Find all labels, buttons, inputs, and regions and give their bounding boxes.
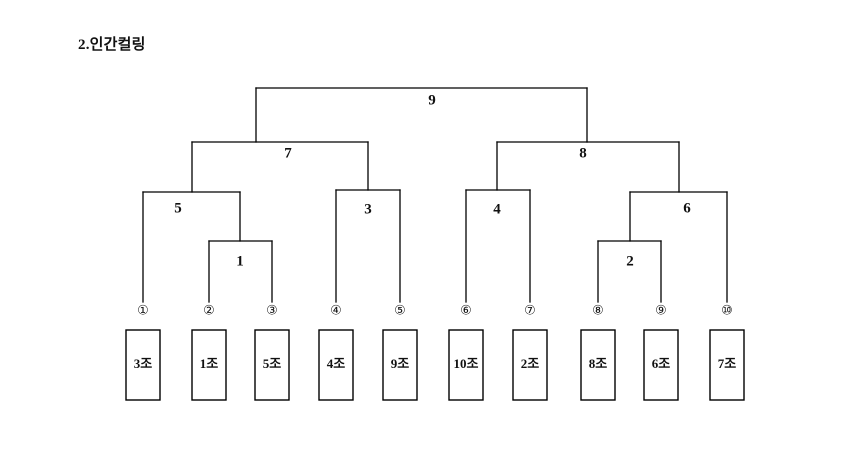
seed-marker: ⑨ bbox=[655, 304, 667, 319]
seed-marker: ② bbox=[203, 304, 215, 319]
page-title: 2.인간컬링 bbox=[78, 37, 146, 53]
seed-marker: ⑧ bbox=[592, 304, 604, 319]
match-number-label: 1 bbox=[236, 253, 244, 269]
seed-marker: ⑤ bbox=[394, 304, 406, 319]
match-number-label: 6 bbox=[683, 200, 691, 216]
match-number-label: 4 bbox=[493, 201, 501, 217]
match-labels-group: 1 2 3 4 5 6 7 8 9 bbox=[174, 92, 691, 269]
team-box bbox=[125, 329, 161, 401]
team-box bbox=[191, 329, 227, 401]
seed-marker: ⑩ bbox=[721, 304, 733, 319]
team-box bbox=[448, 329, 484, 401]
match-number-label: 7 bbox=[284, 145, 292, 161]
team-label: 3조 bbox=[134, 356, 153, 371]
seed-marker: ⑦ bbox=[524, 304, 536, 319]
seed-marker: ④ bbox=[330, 304, 342, 319]
team-box bbox=[318, 329, 354, 401]
match-number-label: 2 bbox=[626, 253, 634, 269]
team-box bbox=[580, 329, 616, 401]
team-boxes-group: 3조 1조 5조 4조 9조 10조 2조 8조 6조 7조 bbox=[125, 329, 745, 401]
team-box bbox=[709, 329, 745, 401]
team-label: 2조 bbox=[521, 356, 540, 371]
team-label: 8조 bbox=[589, 356, 608, 371]
team-label: 6조 bbox=[652, 356, 671, 371]
seed-marker: ⑥ bbox=[460, 304, 472, 319]
team-label: 4조 bbox=[327, 356, 346, 371]
team-box bbox=[643, 329, 679, 401]
match-number-label: 9 bbox=[428, 92, 436, 108]
match-lines-group bbox=[142, 87, 728, 242]
team-box bbox=[382, 329, 418, 401]
team-label: 10조 bbox=[454, 356, 479, 371]
team-label: 9조 bbox=[391, 356, 410, 371]
team-label: 7조 bbox=[718, 356, 737, 371]
seed-marker: ③ bbox=[266, 304, 278, 319]
match-number-label: 8 bbox=[579, 145, 587, 161]
team-box bbox=[512, 329, 548, 401]
team-label: 5조 bbox=[263, 356, 282, 371]
team-label: 1조 bbox=[200, 356, 219, 371]
seed-marker: ① bbox=[137, 304, 149, 319]
match-number-label: 3 bbox=[364, 201, 372, 217]
slot-legs-group bbox=[142, 189, 728, 303]
team-box bbox=[254, 329, 290, 401]
seed-markers-group: ① ② ③ ④ ⑤ ⑥ ⑦ ⑧ ⑨ ⑩ bbox=[137, 304, 733, 319]
match-number-label: 5 bbox=[174, 200, 182, 216]
